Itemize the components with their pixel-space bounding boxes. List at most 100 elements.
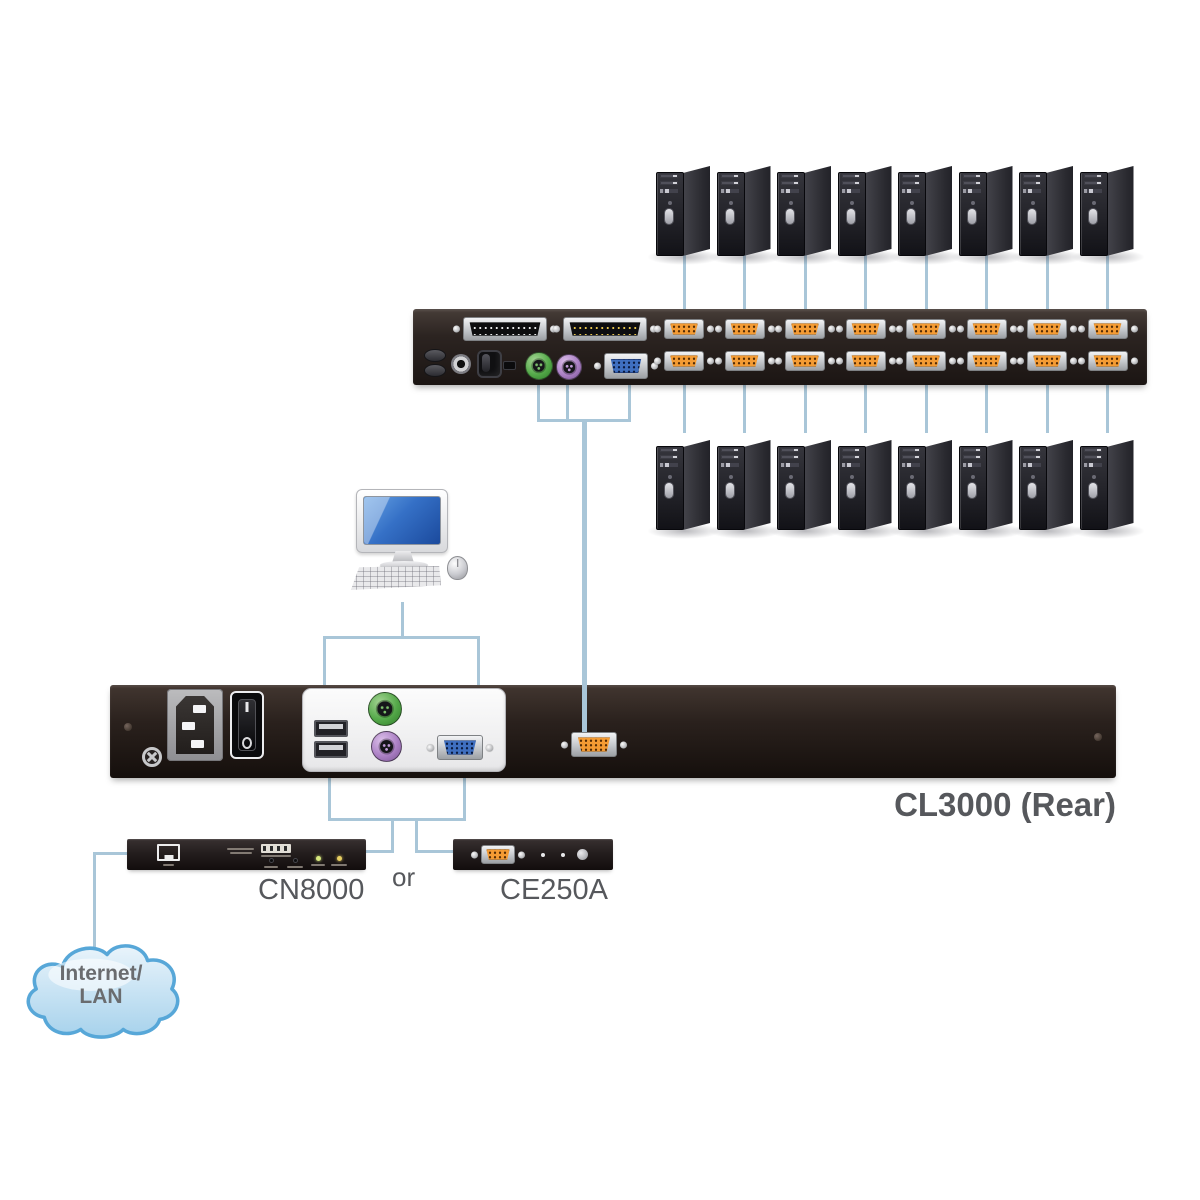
connector-body <box>845 351 886 371</box>
connector-body <box>724 319 765 339</box>
front-panel-button <box>786 483 794 498</box>
power-button <box>668 475 672 479</box>
kvm-cpu-port <box>956 319 1017 339</box>
front-panel-button <box>665 209 673 224</box>
drive-bay <box>841 174 860 178</box>
connection-line <box>323 636 480 639</box>
front-ports <box>660 189 678 193</box>
drive-bay <box>902 455 920 459</box>
connector-body <box>571 732 617 757</box>
tiny-print <box>287 866 303 868</box>
power-prong <box>191 740 204 748</box>
drive-bay <box>841 455 860 459</box>
kvm-cpu-port <box>896 319 956 339</box>
connector-body <box>1027 319 1067 339</box>
cl3000-rear-panel <box>110 685 1116 778</box>
screw-icon <box>1009 357 1017 365</box>
drive-bay <box>902 174 920 178</box>
tower-front <box>1019 446 1047 530</box>
front-panel-button <box>967 483 976 498</box>
power-button <box>789 475 793 479</box>
tower-side <box>1106 440 1134 530</box>
db25-port <box>453 317 557 341</box>
cloud-label-line2: LAN <box>79 985 123 1009</box>
computer-tower <box>707 440 782 539</box>
mouse <box>447 556 468 580</box>
drive-bay <box>1083 181 1102 185</box>
orange-face <box>730 355 759 367</box>
power-button <box>1091 201 1096 205</box>
front-ports <box>1083 463 1102 467</box>
orange-face <box>851 355 880 367</box>
computer-tower <box>647 166 721 265</box>
kvm-cpu-port <box>835 351 896 371</box>
screw-icon <box>1130 325 1138 333</box>
computer-tower <box>647 440 721 539</box>
front-ports <box>841 463 860 467</box>
cn8000-label: CN8000 <box>258 874 365 906</box>
front-panel-button <box>967 209 976 224</box>
screw-icon <box>707 357 714 365</box>
connector-body <box>1087 351 1128 371</box>
computer-tower <box>949 440 1024 539</box>
power-prong <box>193 705 206 713</box>
connection-line <box>803 253 807 310</box>
front-ports <box>720 189 739 193</box>
kvm-cpu-port <box>1017 319 1077 339</box>
drive-bay <box>962 181 981 185</box>
orange-face <box>670 323 698 335</box>
screw-icon <box>453 325 460 333</box>
front-ports <box>1023 189 1041 193</box>
cloud-label: Internet/ LAN <box>20 962 182 1008</box>
tower-side <box>925 440 952 530</box>
screw-icon <box>651 362 658 370</box>
tower-side <box>683 440 710 530</box>
kvm-cpu-port <box>1077 351 1138 371</box>
front-panel-button <box>665 483 673 498</box>
tower-side <box>1046 166 1073 256</box>
usb-port <box>314 720 348 737</box>
screw-icon <box>561 741 568 748</box>
screw-icon <box>775 357 782 365</box>
ps2-keyboard-port <box>525 352 553 380</box>
front-panel-button <box>1088 209 1097 224</box>
front-ports <box>720 463 739 467</box>
tower-side <box>985 166 1013 256</box>
kvm-cpu-port <box>1017 351 1077 371</box>
orange-face <box>912 323 940 335</box>
db25-face <box>469 322 541 336</box>
tower-side <box>804 440 831 530</box>
screw-icon <box>1009 325 1017 333</box>
screw-icon <box>835 357 843 365</box>
tiny-print <box>261 855 291 857</box>
screw-icon <box>949 325 956 333</box>
power-button <box>1091 475 1096 479</box>
connection-line <box>1045 384 1049 433</box>
computer-tower <box>828 440 903 539</box>
orange-face <box>851 323 880 335</box>
drive-bay <box>660 455 678 459</box>
tower-side <box>864 440 892 530</box>
connection-line <box>1045 253 1049 310</box>
front-panel-button <box>1028 483 1036 498</box>
connection-line <box>477 636 480 686</box>
screw-icon <box>767 357 775 365</box>
tower-side <box>683 166 710 256</box>
drive-bay <box>902 448 920 452</box>
orange-face <box>730 323 759 335</box>
ground-terminal-icon <box>142 747 162 767</box>
connector-body <box>906 351 946 371</box>
drive-bay <box>781 455 799 459</box>
screen-glare <box>364 497 440 544</box>
mode-button <box>293 858 298 863</box>
front-ports <box>902 463 920 467</box>
screw-icon <box>835 325 843 333</box>
front-panel-button <box>725 483 734 498</box>
computer-tower <box>1010 440 1084 539</box>
cloud-label-line1: Internet/ <box>59 962 143 985</box>
drive-bay <box>1083 455 1102 459</box>
db25-face <box>569 322 641 336</box>
indicator-dot <box>541 853 545 857</box>
orange-face <box>1093 355 1122 367</box>
power-button <box>728 475 733 479</box>
